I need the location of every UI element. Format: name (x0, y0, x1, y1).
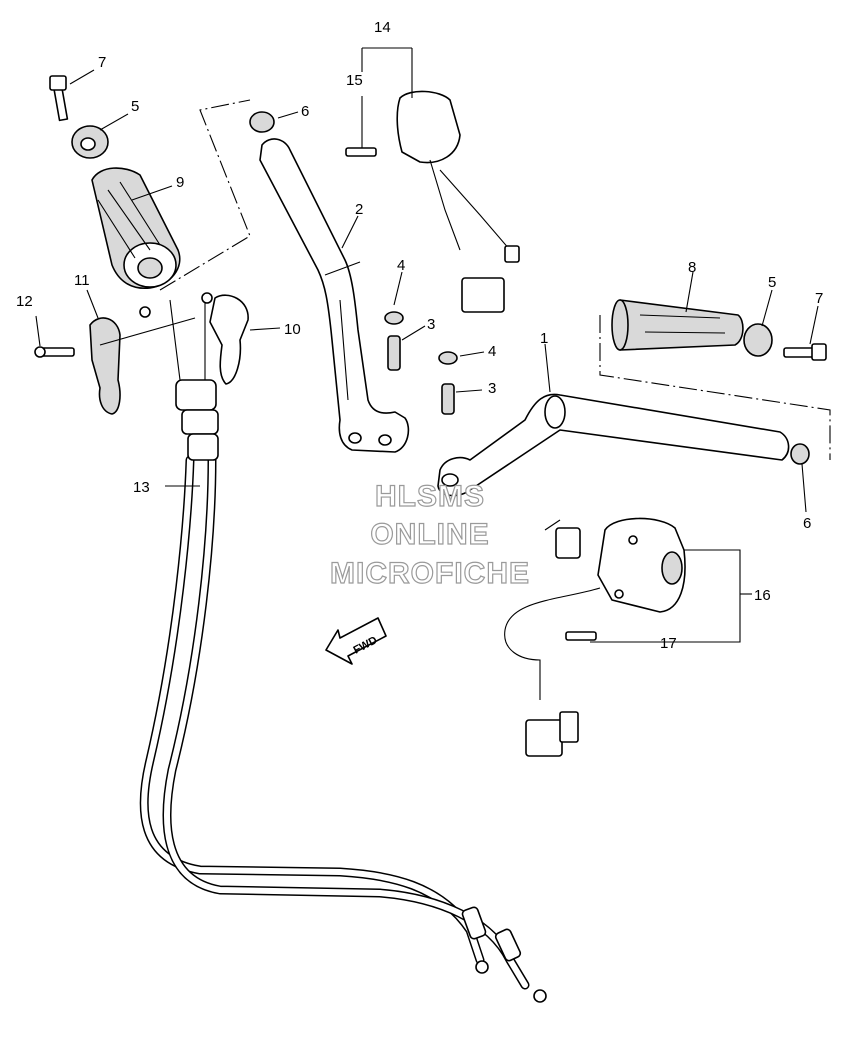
callout-2: 2 (355, 201, 363, 218)
callout-17: 17 (660, 635, 677, 652)
watermark-line-1: HLSMS (375, 480, 485, 513)
left-grip-assembly (49, 75, 251, 291)
callout-7-right: 7 (815, 290, 823, 307)
right-handlebar-switch (504, 517, 686, 757)
watermark-line-2: ONLINE (370, 518, 489, 551)
callout-5-right: 5 (768, 274, 776, 291)
watermark: HLSMS ONLINE MICROFICHE (329, 479, 530, 590)
callout-4-right: 4 (488, 343, 496, 360)
callout-16: 16 (754, 587, 771, 604)
callout-6-left: 6 (301, 103, 309, 120)
callout-13: 13 (133, 479, 150, 496)
callout-4-left: 4 (397, 257, 405, 274)
leader-lines (35, 69, 819, 513)
throttle-housing (34, 294, 281, 415)
throttle-cables (139, 292, 547, 1003)
callout-3-right: 3 (488, 380, 496, 397)
right-handlebar (437, 351, 810, 497)
callout-6-right: 6 (803, 515, 811, 532)
right-grip-assembly (599, 299, 831, 460)
bracket-lines (361, 47, 752, 643)
callout-7-left: 7 (98, 54, 106, 71)
callout-15: 15 (346, 72, 363, 89)
callout-11: 11 (74, 272, 90, 289)
watermark-line-3: MICROFICHE (330, 557, 530, 590)
left-handlebar (249, 111, 410, 453)
left-handlebar-switch (345, 90, 520, 313)
callout-10: 10 (284, 321, 301, 338)
callout-14: 14 (374, 19, 391, 36)
callout-labels: 7 5 9 6 2 4 3 4 3 1 14 15 11 12 10 13 8 … (16, 19, 823, 652)
callout-9: 9 (176, 174, 184, 191)
callout-1: 1 (540, 330, 548, 347)
forward-direction-arrow: FWD (325, 617, 387, 665)
callout-8: 8 (688, 259, 696, 276)
callout-12: 12 (16, 293, 33, 310)
callout-5-left: 5 (131, 98, 139, 115)
callout-3-left: 3 (427, 316, 435, 333)
